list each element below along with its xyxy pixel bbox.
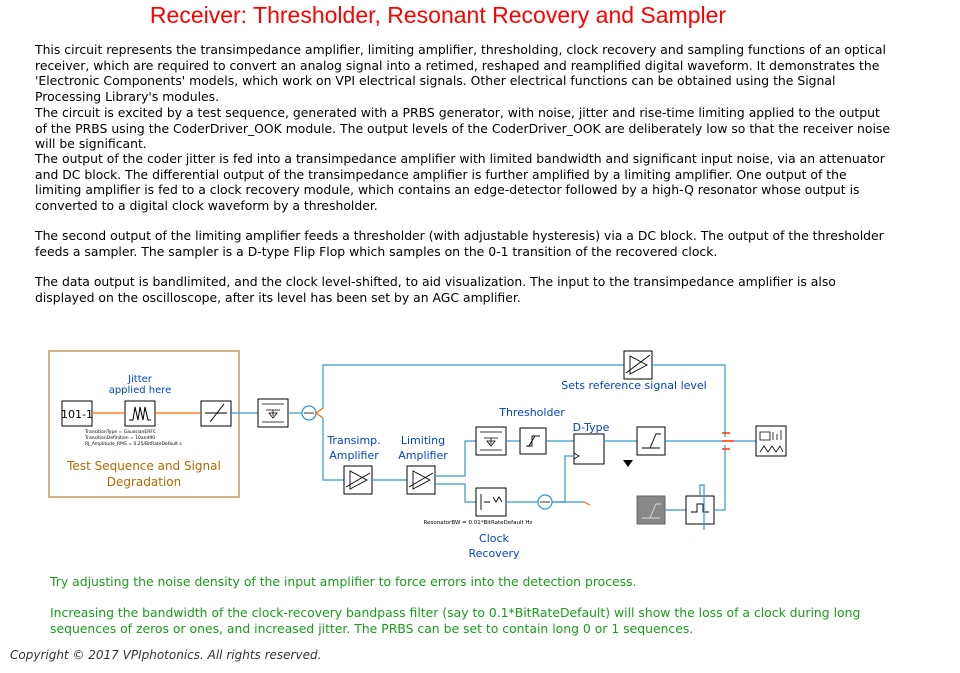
prbs-label: 101-1 xyxy=(61,408,93,421)
clock-thresholder-block[interactable] xyxy=(685,495,715,525)
thresholder-block[interactable] xyxy=(519,427,547,455)
dc-block-2-icon xyxy=(480,431,502,451)
page-title: Receiver: Thresholder, Resonant Recovery… xyxy=(149,2,727,28)
pulse-icon xyxy=(129,406,151,421)
copyright-text: Copyright © 2017 VPIphotonics. All right… xyxy=(10,648,322,662)
transimp-label: Transimp. xyxy=(326,434,380,447)
description-paragraph-5: The data output is bandlimited, and the … xyxy=(35,274,836,305)
description-paragraph-3: The output of the coder jitter is fed in… xyxy=(35,151,885,213)
level-shift-block[interactable] xyxy=(636,495,666,525)
transimp-label-2: Amplifier xyxy=(329,449,379,462)
transimp-amplifier-icon xyxy=(345,470,371,490)
limiting-amplifier-icon xyxy=(408,470,434,490)
clock-input-marker xyxy=(573,452,580,460)
combiner-node[interactable] xyxy=(722,432,734,450)
clock-recovery-label-2: Recovery xyxy=(468,547,519,560)
params-line-3: RJ_Amplitude_RMS = 0.25/BitRateDefault s xyxy=(85,441,182,447)
prbs-generator-block[interactable] xyxy=(61,400,93,427)
dc-block-icon xyxy=(262,403,284,423)
note-2: Increasing the bandwidth of the clock-re… xyxy=(50,605,861,636)
limiting-label: Limiting xyxy=(401,434,445,447)
filter-icon xyxy=(642,433,661,449)
dtype-label: D-Type xyxy=(573,421,610,434)
description-paragraph-1: This circuit represents the transimpedan… xyxy=(35,42,886,104)
description-paragraph-2: The circuit is excited by a test sequenc… xyxy=(35,105,890,151)
oscilloscope-icon xyxy=(759,430,784,453)
limiting-label-2: Amplifier xyxy=(398,449,448,462)
thresholder-label: Thresholder xyxy=(498,406,565,419)
test-sequence-label: Test Sequence and Signal xyxy=(66,459,221,473)
attenuator-icon xyxy=(205,403,227,423)
agc-amplifier-icon xyxy=(625,354,651,375)
clock-recovery-label: Clock xyxy=(479,532,510,545)
jitter-label-2: applied here xyxy=(109,385,172,396)
params-line-1: TransitionType = GaussianERFC xyxy=(84,429,156,435)
coder-driver-block[interactable] xyxy=(124,400,156,427)
bandlimit-filter-block[interactable] xyxy=(636,426,666,456)
resonator-params: ResonatorBW = 0.01*BitRateDefault Hz xyxy=(424,520,533,526)
down-arrow-icon xyxy=(623,460,633,467)
level-shift-icon xyxy=(642,503,661,519)
params-line-2: TransitionDefinition = 10and90 xyxy=(84,435,155,441)
description-paragraph-4: The second output of the limiting amplif… xyxy=(35,228,884,259)
note-1: Try adjusting the noise density of the i… xyxy=(50,574,637,589)
dtype-flip-flop-block[interactable] xyxy=(573,433,605,465)
jitter-label: Jitter xyxy=(127,374,153,385)
sets-reference-label: Sets reference signal level xyxy=(561,379,707,392)
test-sequence-label-2: Degradation xyxy=(107,475,181,489)
thresholder-icon xyxy=(526,435,540,447)
resonator-icon xyxy=(480,494,503,510)
